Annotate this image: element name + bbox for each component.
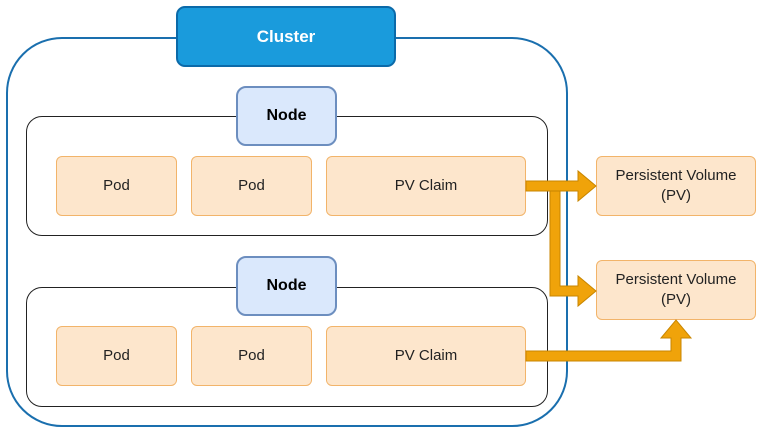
arrow-claim2-to-pv2 — [525, 319, 693, 362]
arrow-claim1-to-pv1 — [525, 169, 597, 203]
pv-claim-1: PV Claim — [326, 156, 526, 216]
node-title-2: Node — [236, 256, 337, 316]
pv-claim-2: PV Claim — [326, 326, 526, 386]
pod-1-2: Pod — [191, 156, 312, 216]
pod-1-1: Pod — [56, 156, 177, 216]
cluster-title: Cluster — [176, 6, 396, 67]
persistent-volume-2: Persistent Volume (PV) — [596, 260, 756, 320]
arrow-claim1-to-pv2 — [549, 190, 597, 308]
pod-2-1: Pod — [56, 326, 177, 386]
pod-2-2: Pod — [191, 326, 312, 386]
node-title-1: Node — [236, 86, 337, 146]
persistent-volume-1: Persistent Volume (PV) — [596, 156, 756, 216]
